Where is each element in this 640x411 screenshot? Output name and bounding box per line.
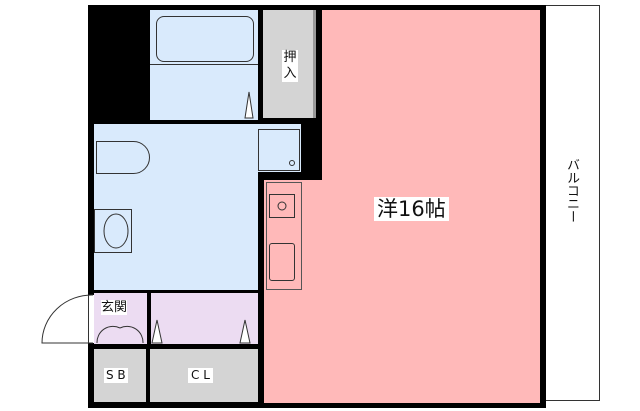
washroom-extension — [256, 124, 301, 172]
washroom-toilet — [94, 124, 258, 290]
burner-icon — [277, 201, 287, 211]
bathtub — [156, 16, 254, 62]
door-marker-icon — [244, 91, 254, 119]
western-room-label: 洋16帖 — [374, 197, 449, 221]
drain-icon — [289, 160, 295, 166]
door-marker-icon — [151, 319, 163, 344]
washbasin — [94, 209, 132, 253]
entrance-label: 玄関 — [101, 300, 128, 315]
washing-machine-pan — [258, 129, 300, 171]
shoe-box-label: S B — [104, 368, 128, 383]
shoe-box-door-swing-icon — [96, 325, 144, 344]
entrance-door-gap — [88, 295, 94, 343]
kitchen-counter — [266, 182, 302, 290]
bath-divider — [150, 64, 258, 65]
stove — [269, 194, 295, 218]
toilet — [96, 141, 150, 174]
bathroom — [150, 10, 258, 120]
hallway — [151, 293, 258, 344]
oshiire-label: 押入 — [282, 50, 298, 82]
basin-bowl-icon — [103, 213, 129, 249]
balcony-label: バルコニー — [563, 158, 579, 223]
closet-label: C L — [188, 368, 213, 383]
entrance-door-swing-icon — [41, 294, 94, 344]
sink — [269, 243, 295, 281]
door-marker-icon — [239, 319, 251, 344]
